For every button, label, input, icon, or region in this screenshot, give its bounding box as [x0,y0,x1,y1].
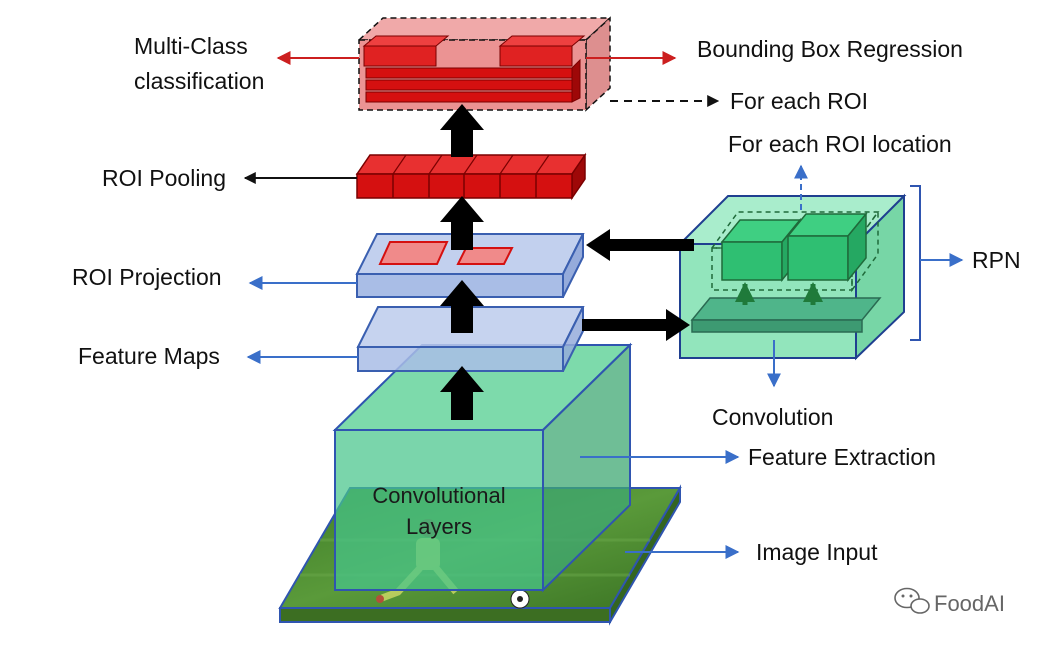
arrow-pooling-to-classifier [440,104,484,157]
for-each-roi-label: For each ROI [730,88,868,114]
for-each-roi-location-label: For each ROI location [728,131,952,157]
arrow-conv-to-features [440,366,484,420]
arrow-rpn-to-roi-projection [586,229,694,261]
soccer-ball [510,589,530,609]
wechat-icon [894,587,930,614]
roi-pooling-block [355,152,587,201]
roi-projection-plane [355,233,585,298]
image-input-label: Image Input [756,539,878,565]
arrow-features-to-projection [440,280,484,333]
roi-pooling-label: ROI Pooling [102,165,226,191]
feature-maps-label: Feature Maps [78,343,220,369]
feature-extraction-label: Feature Extraction [748,444,936,470]
multi-class-label-line2: classification [134,68,264,94]
convolution-label: Convolution [712,404,833,430]
pipeline-arrows [440,104,484,420]
rpn-label: RPN [972,247,1021,273]
bbox-regression-label: Bounding Box Regression [697,36,963,62]
feature-maps-plane [356,306,585,372]
conv-layers-label-line2: Layers [406,514,472,539]
roi-projection-label: ROI Projection [72,264,222,290]
arrow-projection-to-pooling [440,196,484,250]
conv-layers-label-line1: Convolutional [372,483,505,508]
rpn-bracket [910,185,921,341]
multi-class-label-line1: Multi-Class [134,33,248,59]
watermark-text: FoodAI [934,591,1005,616]
watermark: FoodAI [894,587,1005,616]
arrow-features-to-rpn [582,309,690,341]
roi-region-2 [456,247,514,265]
roi-region-1 [378,241,449,265]
classifier-head-box [357,16,612,112]
rpn-box [677,193,907,361]
